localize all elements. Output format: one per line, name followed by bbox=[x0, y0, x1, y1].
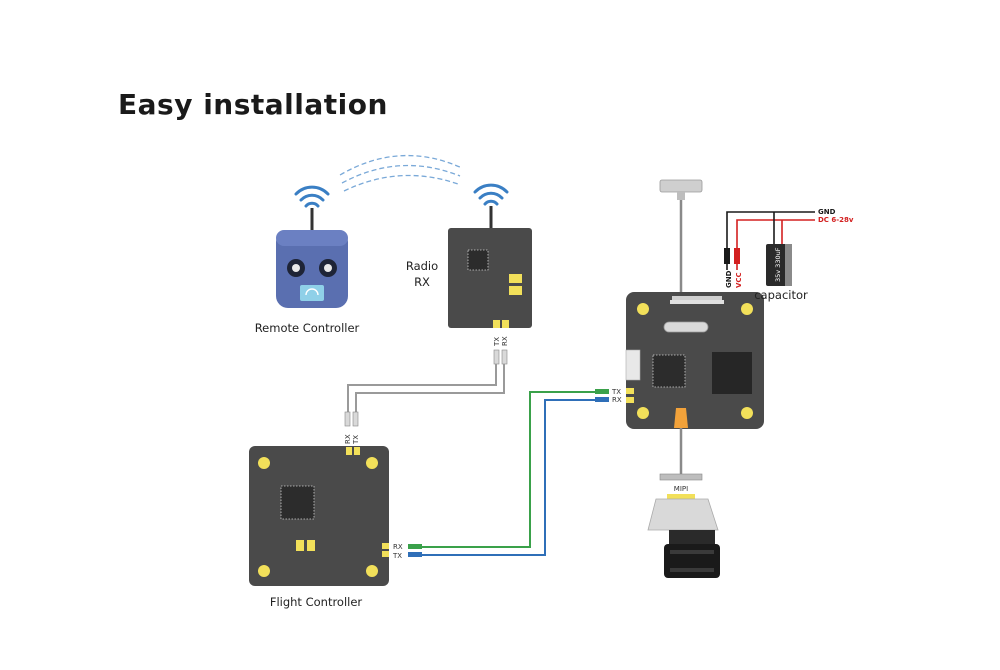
vtx-chip bbox=[652, 354, 686, 388]
video-transmitter: MIPI bbox=[625, 179, 764, 493]
page-title: Easy installation bbox=[118, 88, 388, 121]
mipi-label: MIPI bbox=[674, 485, 688, 493]
camera bbox=[647, 494, 720, 578]
vtx-rx-label: RX bbox=[612, 396, 622, 404]
gnd-lead-label: GND bbox=[725, 270, 733, 288]
wifi-icon bbox=[294, 185, 330, 208]
fc-top-tx-label: TX bbox=[352, 435, 360, 445]
fc-mcu-chip bbox=[280, 485, 315, 520]
capacitor-component: 35v 330uF capacitor bbox=[754, 244, 808, 302]
vcc-lead-label: VCC bbox=[735, 272, 743, 288]
rx-rx-pin-label: RX bbox=[501, 336, 509, 346]
radio-receiver: Radio RX TX RX bbox=[406, 183, 532, 365]
fc-top-rx-label: RX bbox=[344, 434, 352, 444]
wireless-signal-arcs bbox=[339, 154, 463, 192]
capacitor-label: capacitor bbox=[754, 288, 808, 302]
remote-controller: Remote Controller bbox=[255, 185, 360, 335]
remote-body bbox=[276, 230, 348, 308]
vtx-board bbox=[626, 292, 764, 429]
fc-board bbox=[249, 446, 389, 586]
flight-controller: RX TX RX TX Flight Controller bbox=[249, 411, 403, 609]
vtx-rf-chip bbox=[712, 352, 752, 394]
wifi-icon bbox=[473, 183, 509, 206]
rx-to-fc-wires bbox=[347, 364, 505, 412]
capacitor-value-label: 35v 330uF bbox=[774, 247, 782, 282]
radio-rx-label-line1: Radio bbox=[406, 259, 438, 273]
receiver-chip bbox=[467, 249, 489, 271]
remote-screen bbox=[300, 285, 324, 301]
antenna-connector bbox=[659, 179, 703, 193]
gnd-input-label: GND bbox=[818, 208, 836, 216]
dc-input-label: DC 6-28v bbox=[818, 216, 854, 224]
remote-controller-label: Remote Controller bbox=[255, 321, 360, 335]
camera-lens bbox=[664, 544, 720, 578]
flight-controller-label: Flight Controller bbox=[270, 595, 363, 609]
camera-body bbox=[647, 498, 719, 531]
power-leads: GND VCC GND DC 6-28v bbox=[724, 208, 854, 288]
rx-tx-pin-label: TX bbox=[493, 337, 501, 347]
fc-right-tx-label: TX bbox=[392, 552, 402, 560]
fc-to-vtx-wires bbox=[422, 391, 595, 556]
ufl-connector bbox=[663, 321, 709, 333]
fc-right-rx-label: RX bbox=[393, 543, 403, 551]
radio-rx-label-line2: RX bbox=[414, 275, 430, 289]
vtx-tx-label: TX bbox=[611, 388, 621, 396]
